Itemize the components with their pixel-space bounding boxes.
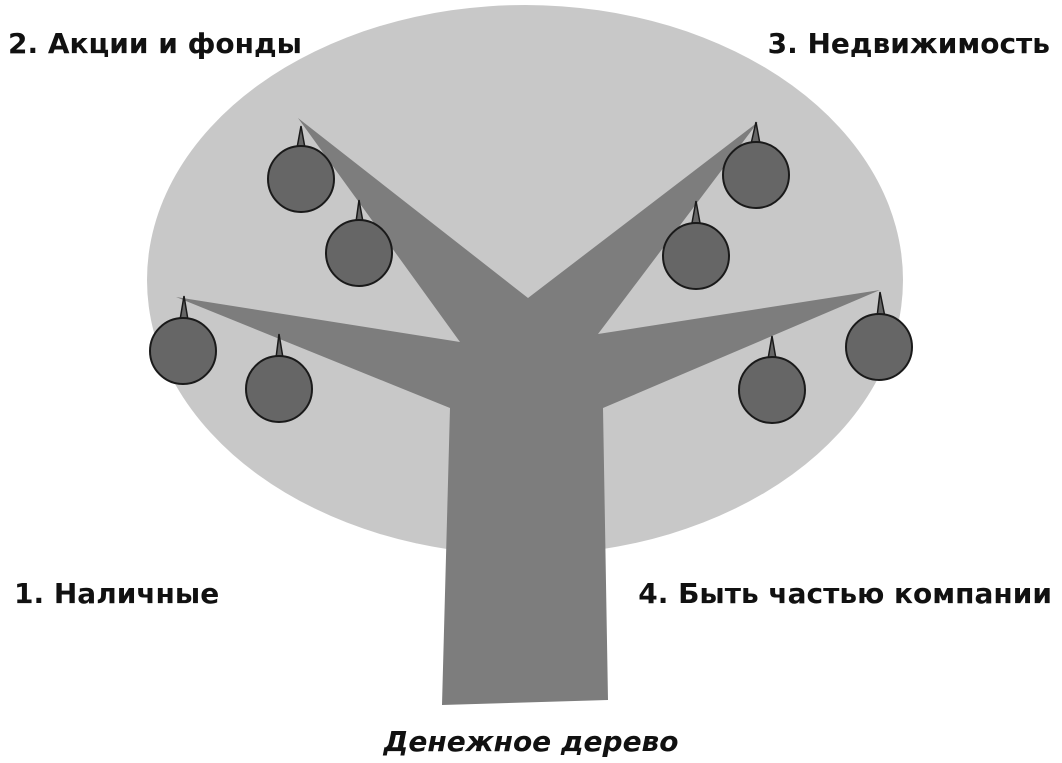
fruit xyxy=(149,317,217,385)
quadrant-label-stocks: 2. Акции и фонды xyxy=(8,27,302,60)
tree-crown xyxy=(147,5,903,555)
tree-trunk-and-branches xyxy=(176,118,880,705)
quadrant-label-real-estate: 3. Недвижимость xyxy=(767,27,1050,60)
fruit xyxy=(245,355,313,423)
fruit xyxy=(267,145,335,213)
quadrant-label-business: 4. Быть частью компании xyxy=(638,577,1052,610)
quadrant-label-cash: 1. Наличные xyxy=(14,577,220,610)
fruit xyxy=(722,141,790,209)
fruits xyxy=(149,141,913,424)
fruit xyxy=(845,313,913,381)
fruit xyxy=(738,356,806,424)
fruit xyxy=(325,219,393,287)
fruit xyxy=(662,222,730,290)
diagram-caption: Денежное дерево xyxy=(383,725,679,758)
